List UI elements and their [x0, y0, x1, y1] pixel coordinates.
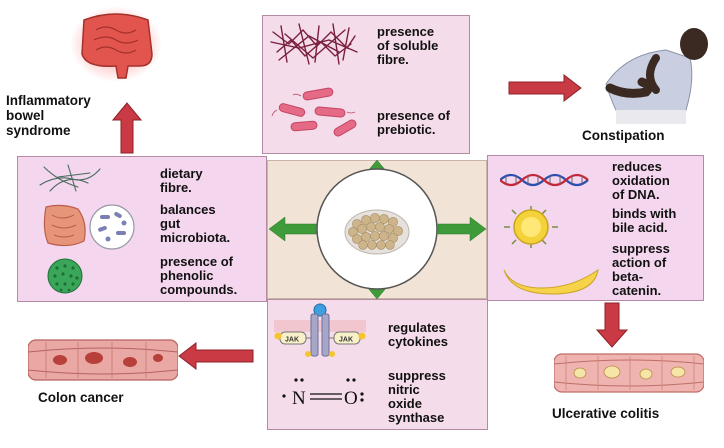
- dna-icon: [500, 173, 589, 187]
- top-item-1-text: presence of soluble fibre.: [377, 24, 439, 67]
- constipation-label: Constipation: [582, 128, 665, 143]
- colon-cancer-tissue-icon: [28, 339, 178, 381]
- nitric-oxide-icon: N O: [282, 378, 364, 409]
- colon-cancer-label: Colon cancer: [38, 390, 124, 405]
- top-panel: presence of soluble fibre. presence of p…: [262, 15, 470, 154]
- fibre-network-icon: [270, 23, 358, 65]
- right-item-3-text: suppress action of beta- catenin.: [612, 241, 670, 298]
- phenolic-sphere-icon: [47, 258, 83, 294]
- right-item-1-text: reduces oxidation of DNA.: [612, 159, 670, 202]
- center-graphic: [268, 160, 487, 299]
- intestine-icon: [70, 6, 162, 82]
- jak-right-label: JAK: [339, 337, 353, 344]
- jak-receptor-icon: JAK JAK: [274, 303, 366, 357]
- ulcerative-colitis-tissue-icon: [554, 353, 704, 393]
- bottom-item-2-text: suppress nitric oxide synthase: [388, 368, 446, 425]
- bacteria-icon: [271, 87, 357, 137]
- bottom-item-1-text: regulates cytokines: [388, 320, 448, 349]
- intestine-microbiota-icon: [43, 204, 135, 250]
- left-panel: dietary fibre. balances gut microbiota. …: [17, 156, 267, 302]
- chickpea-icon: [348, 213, 403, 250]
- jak-left-label: JAK: [285, 337, 299, 344]
- left-item-3-text: presence of phenolic compounds.: [160, 254, 238, 297]
- banana-shape-icon: [503, 268, 599, 295]
- right-item-2-text: binds with bile acid.: [612, 206, 677, 235]
- nitrogen-symbol: N: [292, 388, 306, 409]
- constipation-person-icon: [605, 28, 708, 124]
- left-item-1-text: dietary fibre.: [160, 166, 203, 195]
- ibs-label: Inflammatory bowel syndrome: [6, 93, 91, 138]
- red-arrow-to-ulcerative-colitis: [596, 302, 628, 348]
- green-arrow-right: [437, 216, 487, 242]
- left-item-2-text: balances gut microbiota.: [160, 202, 231, 245]
- fibre-strands-icon: [39, 164, 101, 192]
- ulcerative-colitis-label: Ulcerative colitis: [552, 406, 660, 421]
- red-arrow-to-ibs: [112, 102, 142, 154]
- red-arrow-to-constipation: [508, 74, 582, 102]
- bile-acid-icon: [504, 206, 558, 248]
- green-arrow-left: [268, 216, 318, 242]
- oxygen-symbol: O: [344, 388, 358, 409]
- bottom-panel: JAK JAK regulates cytokines N O suppress…: [267, 299, 488, 430]
- red-arrow-to-colon-cancer: [178, 342, 254, 370]
- top-item-2-text: presence of prebiotic.: [377, 108, 450, 137]
- right-panel: reduces oxidation of DNA. binds with bil…: [487, 155, 704, 301]
